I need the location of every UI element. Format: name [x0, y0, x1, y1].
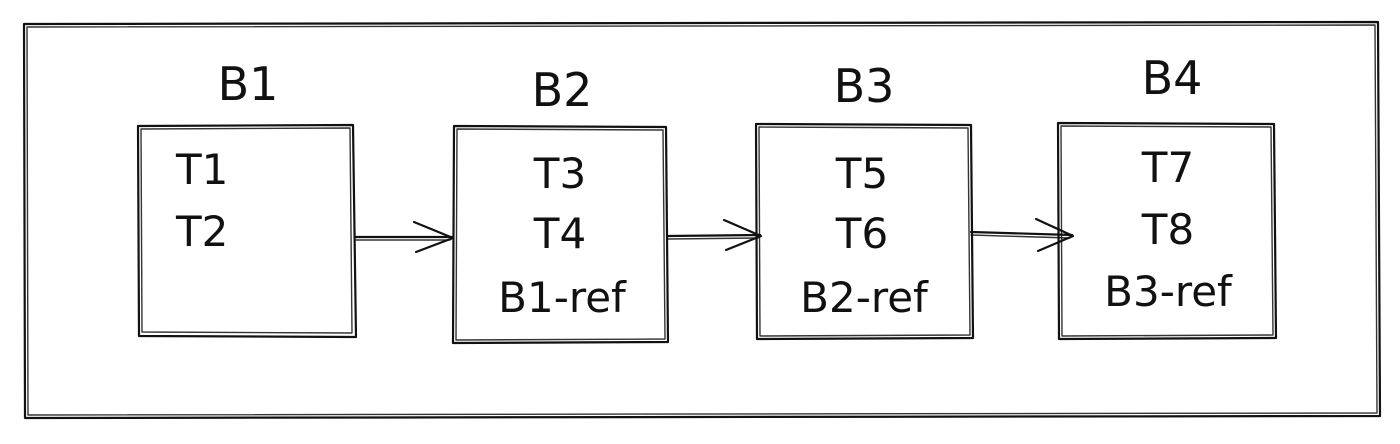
block-label-b4: B4 — [1142, 51, 1203, 105]
block-box-b2 — [451, 124, 670, 345]
block-box-b1 — [136, 123, 358, 339]
block-item-ref: B2-ref — [800, 273, 929, 322]
arrow-b3-to-b4 — [969, 217, 1075, 253]
block-b3: B3 T5 T6 B2-ref — [754, 59, 975, 341]
block-b4: B4 T7 T8 B3-ref — [1056, 51, 1278, 341]
block-item-ref: B1-ref — [498, 273, 627, 322]
arrow-b1-to-b2 — [354, 220, 455, 254]
block-item: T3 — [533, 149, 586, 198]
block-item: T6 — [835, 209, 888, 258]
block-item: T2 — [175, 207, 228, 256]
block-b1: B1 T1 T2 — [136, 57, 358, 339]
block-label-b1: B1 — [218, 57, 279, 111]
block-item: T4 — [533, 209, 586, 258]
block-b2: B2 T3 T4 B1-ref — [451, 63, 670, 345]
block-box-b3 — [754, 122, 975, 341]
block-box-b4 — [1056, 121, 1278, 341]
block-item: T5 — [835, 149, 888, 198]
block-label-b3: B3 — [834, 59, 895, 113]
arrow-b2-to-b3 — [666, 218, 763, 252]
block-item: T8 — [1141, 205, 1194, 254]
block-label-b2: B2 — [532, 63, 593, 117]
outer-frame — [22, 20, 1382, 420]
block-item: T7 — [1141, 143, 1194, 192]
block-item-ref: B3-ref — [1104, 267, 1233, 316]
block-item: T1 — [175, 145, 228, 194]
